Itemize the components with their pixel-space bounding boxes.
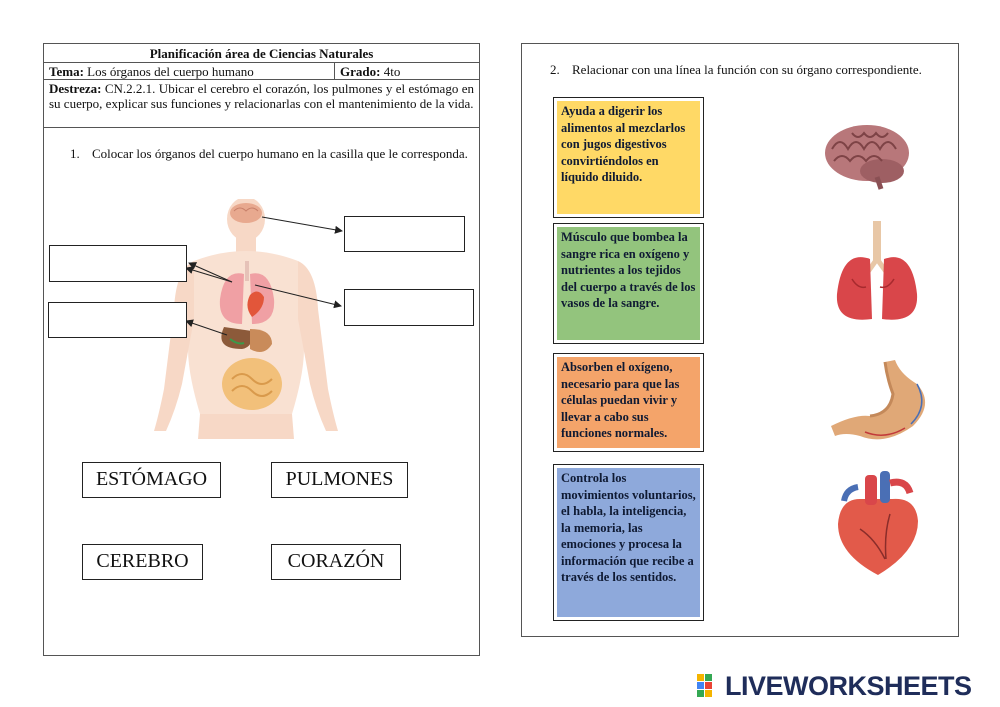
word-card-cerebro[interactable]: CEREBRO <box>82 544 203 580</box>
digestive-on-body <box>221 327 282 410</box>
skill-label: Destreza: <box>49 81 102 96</box>
answer-box-brain[interactable] <box>344 216 465 252</box>
stomach-icon[interactable] <box>825 354 935 446</box>
topic-value: Los órganos del cuerpo humano <box>83 64 254 79</box>
pointer-arrows <box>185 216 343 336</box>
topic-grade-row: Tema: Los órganos del cuerpo humano Grad… <box>44 63 479 80</box>
topic-label: Tema: <box>49 64 84 79</box>
answer-box-lungs[interactable] <box>49 245 187 282</box>
word-card-pulmones[interactable]: PULMONES <box>271 462 408 498</box>
function-text-lungs: Absorben el oxígeno, necesario para que … <box>557 357 700 448</box>
function-text-heart: Músculo que bombea la sangre rica en oxí… <box>557 227 700 340</box>
grade-label: Grado: <box>340 64 381 79</box>
skill-value: CN.2.2.1. Ubicar el cerebro el corazón, … <box>49 81 474 111</box>
answer-box-stomach[interactable] <box>48 302 187 338</box>
right-worksheet-page: 2. Relacionar con una línea la función c… <box>521 43 959 637</box>
function-box-heart[interactable]: Músculo que bombea la sangre rica en oxí… <box>553 223 704 344</box>
planning-title: Planificación área de Ciencias Naturales <box>44 44 479 63</box>
function-box-brain[interactable]: Controla los movimientos voluntarios, el… <box>553 464 704 621</box>
activity-1-text: Colocar los órganos del cuerpo humano en… <box>92 146 468 161</box>
liveworksheets-logo-icon <box>697 674 712 697</box>
brand-name: LIVEWORKSHEETS <box>725 671 972 701</box>
function-box-lungs[interactable]: Absorben el oxígeno, necesario para que … <box>553 353 704 452</box>
skill-row: Destreza: CN.2.2.1. Ubicar el cerebro el… <box>44 80 479 128</box>
left-worksheet-page: Planificación área de Ciencias Naturales… <box>43 43 480 656</box>
function-box-digestion[interactable]: Ayuda a digerir los alimentos al mezclar… <box>553 97 704 218</box>
word-card-corazon[interactable]: CORAZÓN <box>271 544 401 580</box>
human-body-illustration <box>154 199 338 439</box>
activity-2-instruction: 2. Relacionar con una línea la función c… <box>550 62 930 78</box>
heart-icon[interactable] <box>830 469 925 579</box>
function-text-digestion: Ayuda a digerir los alimentos al mezclar… <box>557 101 700 214</box>
heart-on-body <box>247 291 264 317</box>
brain-icon[interactable] <box>822 119 914 191</box>
activity-2-number: 2. <box>550 62 560 77</box>
word-card-estomago[interactable]: ESTÓMAGO <box>82 462 221 498</box>
grade-value: 4to <box>380 64 401 79</box>
activity-1-number: 1. <box>70 146 80 161</box>
answer-box-heart[interactable] <box>344 289 474 326</box>
lungs-icon[interactable] <box>832 219 922 329</box>
function-text-brain: Controla los movimientos voluntarios, el… <box>557 468 700 617</box>
activity-1-instruction: 1. Colocar los órganos del cuerpo humano… <box>70 146 474 162</box>
grade-cell: Grado: 4to <box>340 63 400 80</box>
cell-divider <box>334 63 335 80</box>
brain-on-body <box>230 203 262 223</box>
topic-cell: Tema: Los órganos del cuerpo humano <box>49 63 254 80</box>
activity-2-text: Relacionar con una línea la función con … <box>572 62 922 77</box>
